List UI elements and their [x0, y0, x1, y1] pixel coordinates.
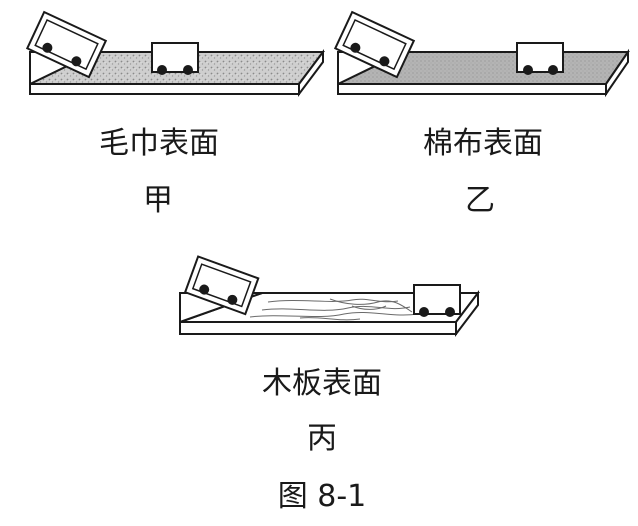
- panel-wood: 木板表面 丙: [179, 255, 481, 456]
- base-board: [179, 290, 481, 337]
- panel-towel: 毛巾表面 甲: [25, 10, 325, 218]
- surface-label: 毛巾表面: [99, 126, 219, 161]
- surface-label: 木板表面: [262, 366, 382, 401]
- panel-cotton: 棉布表面 乙: [333, 10, 630, 218]
- figure-caption: 图 8-1: [278, 479, 367, 514]
- wood-grain: [249, 298, 419, 321]
- panel-letter: 丙: [307, 421, 337, 456]
- surface-label: 棉布表面: [423, 126, 543, 161]
- cart-on-ramp: [25, 10, 108, 79]
- cart-on-ramp: [183, 255, 260, 316]
- cart-on-surface: [151, 42, 199, 75]
- cart-on-surface: [516, 42, 564, 75]
- panel-letter: 乙: [465, 183, 495, 218]
- panel-letter: 甲: [143, 183, 173, 218]
- cart-on-surface: [413, 284, 461, 317]
- cart-on-ramp: [333, 10, 416, 79]
